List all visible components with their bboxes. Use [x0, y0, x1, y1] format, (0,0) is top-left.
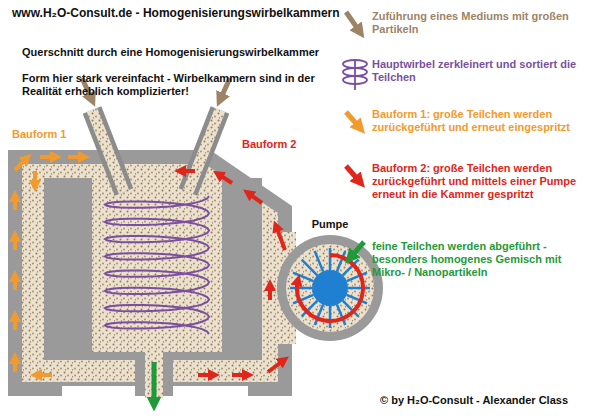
- flow-arrow: [13, 358, 17, 372]
- pump-interior: [286, 244, 374, 332]
- flow-arrow: [13, 276, 17, 290]
- legend-outflow-arrow: [350, 242, 364, 258]
- inner-wall: [44, 178, 92, 360]
- note: Form hier stark vereinfacht - Wirbelkamm…: [22, 72, 322, 98]
- legend-text: feine Teilchen werden abgeführt - besond…: [372, 240, 582, 279]
- flow-arrow: [248, 193, 262, 203]
- inlet-tube: [92, 110, 124, 192]
- legend-text: Zuführung eines Mediums mit großen Parti…: [372, 10, 582, 36]
- legend-vortex: [343, 60, 367, 90]
- flow-arrow: [268, 285, 272, 300]
- pump-node: Pumpe: [282, 218, 378, 231]
- flow-arrow: [180, 169, 195, 173]
- vortex-chamber: [92, 178, 222, 352]
- flow-arrow: [33, 171, 37, 186]
- copyright: © by H₂O-Consult - Alexander Class: [380, 394, 585, 407]
- pump-label: Pumpe: [282, 218, 378, 231]
- flow-arrow: [68, 155, 84, 159]
- pump-flow-arrow: [297, 255, 363, 321]
- flow-arrow: [198, 373, 214, 377]
- pump-housing: [277, 235, 383, 341]
- variant-label: Bauform 2: [242, 138, 332, 151]
- flow-arrow: [13, 316, 17, 330]
- flow-arrow: [268, 360, 284, 372]
- flow-arrow: [232, 373, 248, 377]
- legend-text: Hauptwirbel zerkleinert und sortiert die…: [372, 58, 582, 84]
- inner-wall: [222, 178, 262, 360]
- legend-text: Bauform 1: große Teilchen werden zurückg…: [372, 108, 582, 134]
- impeller-blades: [290, 248, 370, 328]
- return-channel: [22, 164, 278, 382]
- legend-bauform1-arrow: [346, 112, 360, 128]
- legend-inflow-arrow: [346, 12, 360, 32]
- flow-arrows: [15, 157, 285, 404]
- impeller-hub: [312, 270, 348, 306]
- flow-arrow: [152, 362, 157, 404]
- flow-arrow: [15, 158, 27, 170]
- flow-arrow: [40, 155, 56, 159]
- flow-arrow: [13, 196, 17, 210]
- inlet-tube: [188, 110, 220, 192]
- flow-arrow: [36, 373, 52, 377]
- legend-text: Bauform 2: große Teilchen werden zurückg…: [372, 162, 582, 201]
- flow-arrow: [13, 236, 17, 250]
- inlet-tube: [92, 110, 124, 192]
- page-title: www.H₂O-Consult.de - Homogenisierungswir…: [12, 6, 342, 20]
- main-vortex: [105, 196, 209, 334]
- variant-label: Bauform 1: [12, 128, 102, 141]
- inlet-tube: [188, 110, 220, 192]
- flow-arrow: [218, 174, 232, 183]
- flow-arrow: [276, 226, 285, 250]
- legend-bauform2-arrow: [346, 166, 360, 182]
- subtitle: Querschnitt durch eine Homogenisierungsw…: [22, 46, 342, 59]
